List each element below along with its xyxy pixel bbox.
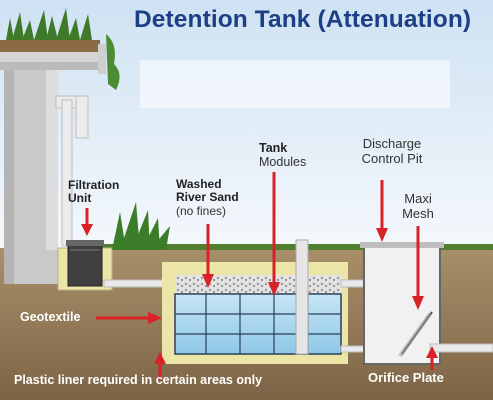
- filtration-unit: [57, 240, 113, 291]
- annotation-arrows: [81, 172, 438, 380]
- inspection-riser: [295, 239, 309, 355]
- arrow-geotextile: [96, 312, 162, 324]
- maxi-label-line2: Mesh: [402, 205, 434, 221]
- filtration-label-line2: Unit: [68, 191, 92, 206]
- tank-modules: [174, 293, 342, 355]
- arrow-filtration-unit: [81, 208, 93, 236]
- washed-river-sand-label: Washed River Sand (no fines): [176, 177, 239, 218]
- arrow-tank-modules: [268, 172, 280, 296]
- tank-label-line2: Modules: [259, 155, 307, 169]
- filtration-label-line1: Filtration: [68, 178, 120, 192]
- arrow-washed-river-sand: [202, 224, 214, 288]
- arrow-orifice-plate: [426, 346, 438, 370]
- arrow-plastic-liner: [154, 352, 166, 380]
- sand-label-line2: River Sand: [176, 190, 239, 205]
- orifice-plate-label: Orifice Plate: [368, 370, 444, 385]
- sand-label-line3: (no fines): [176, 203, 227, 218]
- gravel-layer: [175, 275, 341, 295]
- filtration-unit-label: Filtration Unit: [68, 178, 120, 206]
- discharge-pit: [360, 242, 444, 365]
- roof-garden: [6, 8, 120, 90]
- geotextile-label: Geotextile: [20, 310, 81, 324]
- outflow-pipe: [429, 343, 493, 353]
- garden-plant: [112, 202, 170, 250]
- title-backdrop: [140, 60, 450, 108]
- maxi-label-line1: Maxi: [404, 191, 432, 206]
- diagram-title: Detention Tank (Attenuation): [134, 6, 472, 33]
- discharge-label-line1: Discharge: [362, 136, 422, 151]
- tank-modules-label: Tank Modules: [259, 141, 306, 169]
- maxi-mesh-label: Maxi Mesh: [398, 191, 438, 221]
- discharge-label-line2: Control Pit: [361, 150, 423, 166]
- arrow-maxi-mesh: [412, 226, 424, 310]
- tank-label-line1: Tank: [259, 141, 288, 155]
- sand-label-line1: Washed: [176, 177, 222, 191]
- discharge-control-pit-label: Discharge Control Pit: [353, 136, 431, 166]
- arrow-discharge-pit: [376, 180, 388, 242]
- building: [0, 40, 106, 284]
- plastic-liner-note: Plastic liner required in certain areas …: [14, 373, 263, 387]
- downpipe: [55, 95, 89, 247]
